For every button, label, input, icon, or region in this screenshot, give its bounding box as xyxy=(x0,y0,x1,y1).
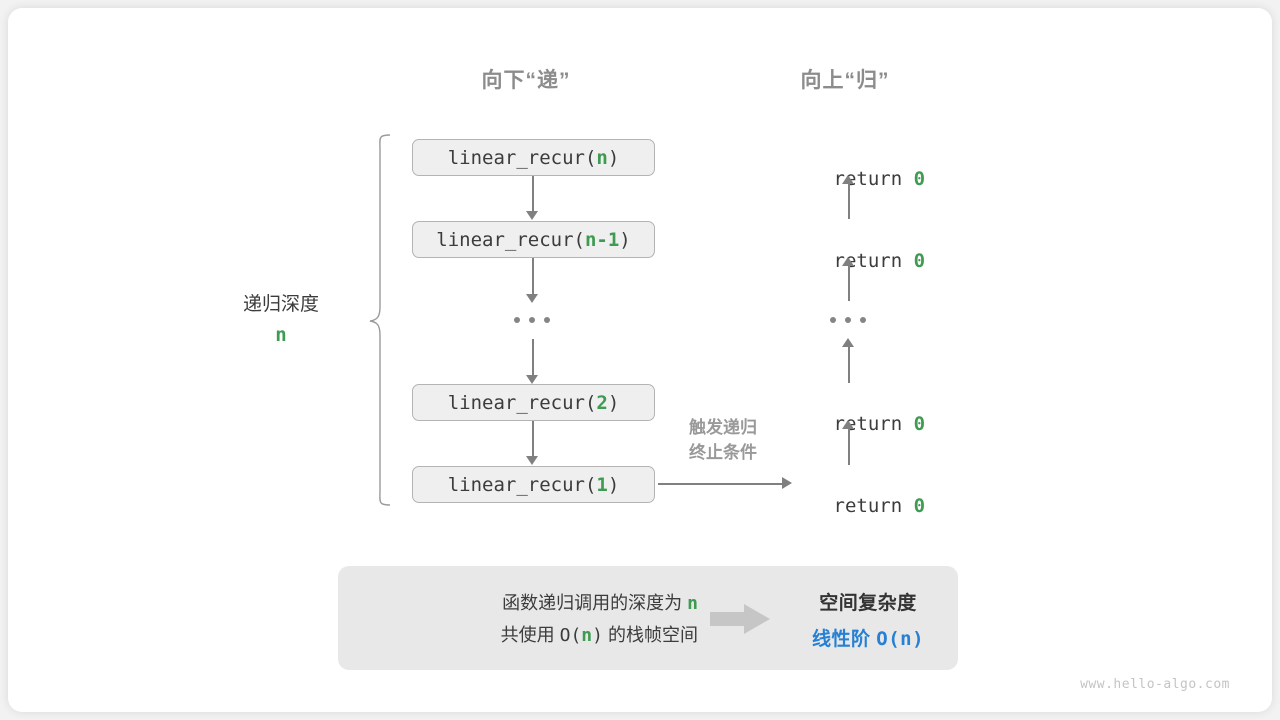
up-arrow-3-head xyxy=(842,257,854,266)
summary-panel: 函数递归调用的深度为 n 共使用 O(n) 的栈帧空间 空间复杂度 线性阶 O(… xyxy=(338,566,958,670)
down-arrow-1-head xyxy=(526,211,538,220)
column-header-ascend: 向上“归” xyxy=(800,69,890,92)
up-arrow-2-line xyxy=(848,346,850,383)
down-arrow-4-line xyxy=(532,421,534,457)
base-case-arrow-head xyxy=(782,477,792,489)
down-arrow-2-head xyxy=(526,294,538,303)
up-arrow-3-line xyxy=(848,265,850,301)
summary-bigo-var: n xyxy=(581,624,593,646)
call-box-2: linear_recur(2) xyxy=(412,384,655,421)
return-keyword-4: return xyxy=(833,495,914,517)
return-label-second: return 0 xyxy=(745,228,945,294)
summary-complexity-value: 线性阶 O(n) xyxy=(778,624,958,651)
recursion-depth-brace xyxy=(369,134,391,506)
return-keyword-1: return xyxy=(833,168,914,190)
call-box-1-arg: 1 xyxy=(596,473,608,496)
summary-usage-text: 共使用 xyxy=(500,624,560,645)
down-arrow-3-head xyxy=(526,375,538,384)
down-arrow-1-line xyxy=(532,176,534,212)
call-box-2-arg: 2 xyxy=(596,391,608,414)
return-keyword-3: return xyxy=(833,413,914,435)
recursion-depth-text: 递归深度 xyxy=(242,294,319,315)
return-label-third: return 0 xyxy=(745,391,945,457)
down-arrow-2-line xyxy=(532,258,534,295)
call-box-n-prefix: linear_recur( xyxy=(447,146,597,169)
call-box-1: linear_recur(1) xyxy=(412,466,655,503)
call-box-2-suffix: ) xyxy=(607,391,620,414)
call-box-n: linear_recur(n) xyxy=(412,139,655,176)
call-box-1-suffix: ) xyxy=(607,473,620,496)
return-value-1: 0 xyxy=(913,168,926,190)
call-box-n-minus-1-suffix: ) xyxy=(619,228,631,251)
down-arrow-3-line xyxy=(532,339,534,376)
trigger-note-line1: 触发递归 xyxy=(689,418,757,437)
up-arrow-2-head xyxy=(842,338,854,347)
column-header-descend: 向下“递” xyxy=(481,69,571,92)
call-box-n-suffix: ) xyxy=(607,146,620,169)
return-keyword-2: return xyxy=(833,250,914,272)
up-arrow-4-head xyxy=(842,175,854,184)
down-arrow-4-head xyxy=(526,456,538,465)
return-value-4: 0 xyxy=(913,495,926,517)
return-label-base: return 0 xyxy=(745,473,945,539)
summary-frame-text: 的栈帧空间 xyxy=(602,624,698,645)
call-box-n-minus-1-arg: n-1 xyxy=(584,228,620,251)
right-ellipsis xyxy=(830,317,866,323)
summary-bigo-open: O( xyxy=(559,624,582,646)
return-value-3: 0 xyxy=(913,413,926,435)
call-box-n-minus-1: linear_recur(n-1) xyxy=(412,221,655,258)
diagram-card: 向下“递” 向上“归” 递归深度 n linear_recur(n) linea… xyxy=(8,8,1272,712)
trigger-note-line2: 终止条件 xyxy=(689,442,757,462)
summary-complexity-bigo: O(n) xyxy=(876,628,925,650)
implies-arrow-icon xyxy=(710,604,770,634)
summary-complexity-title: 空间复杂度 xyxy=(819,593,917,614)
left-ellipsis xyxy=(514,317,550,323)
up-arrow-4-line xyxy=(848,183,850,219)
summary-bigo-close: ) xyxy=(592,624,603,646)
recursion-depth-value: n xyxy=(275,324,287,346)
call-box-1-prefix: linear_recur( xyxy=(447,473,597,496)
summary-complexity-order: 线性阶 xyxy=(811,629,877,650)
summary-left-line2: 共使用 O(n) 的栈帧空间 xyxy=(338,620,698,652)
return-label-top: return 0 xyxy=(745,146,945,212)
up-arrow-1-head xyxy=(842,420,854,429)
trigger-note: 触发递归 终止条件 xyxy=(653,416,793,465)
call-box-n-arg: n xyxy=(596,146,608,169)
recursion-depth-label: 递归深度 n xyxy=(201,289,361,346)
footer-watermark: www.hello-algo.com xyxy=(1080,677,1230,692)
summary-depth-var: n xyxy=(687,593,698,614)
summary-left-text: 函数递归调用的深度为 n 共使用 O(n) 的栈帧空间 xyxy=(338,588,698,651)
return-value-2: 0 xyxy=(913,250,926,272)
call-box-n-minus-1-prefix: linear_recur( xyxy=(436,228,585,251)
call-box-2-prefix: linear_recur( xyxy=(447,391,597,414)
up-arrow-1-line xyxy=(848,428,850,465)
summary-depth-text: 函数递归调用的深度为 xyxy=(502,593,688,613)
summary-right-text: 空间复杂度 线性阶 O(n) xyxy=(778,588,958,651)
base-case-arrow-line xyxy=(658,483,783,485)
summary-left-line1: 函数递归调用的深度为 n xyxy=(338,588,698,620)
